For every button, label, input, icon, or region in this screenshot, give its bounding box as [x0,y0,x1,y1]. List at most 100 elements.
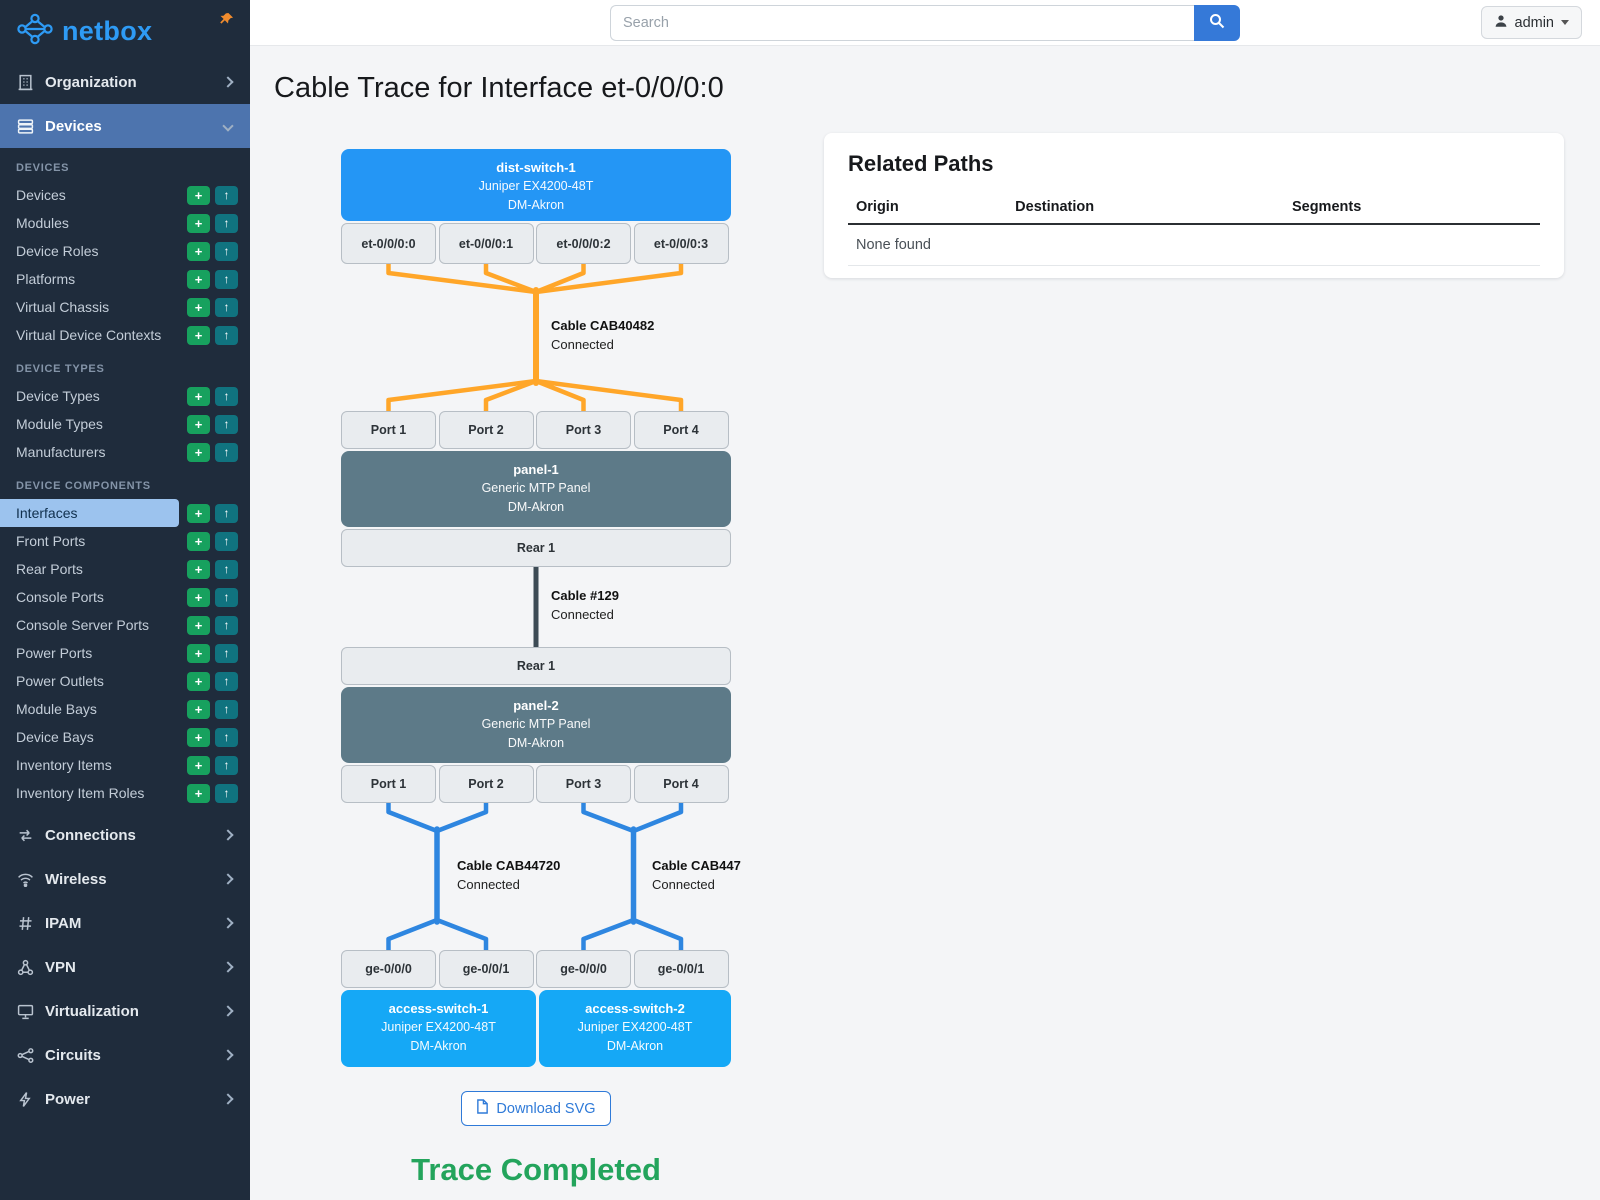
add-button[interactable]: + [187,185,210,205]
sidebar-item-inventory-items[interactable]: Inventory Items +↑ [0,751,250,779]
sidebar-group-connections[interactable]: Connections [0,813,250,857]
import-button[interactable]: ↑ [215,269,238,289]
sidebar-group-circuits[interactable]: Circuits [0,1033,250,1077]
sidebar-item-virtual-device-contexts[interactable]: Virtual Device Contexts +↑ [0,321,250,349]
front-port-node[interactable]: Port 4 [633,765,729,803]
sidebar-item-module-types[interactable]: Module Types +↑ [0,410,250,438]
sidebar-item-console-ports[interactable]: Console Ports +↑ [0,583,250,611]
sidebar-group-organization[interactable]: Organization [0,60,250,104]
add-button[interactable]: + [187,269,210,289]
interface-node[interactable]: ge-0/0/0 [536,950,631,988]
import-button[interactable]: ↑ [215,755,238,775]
interface-node[interactable]: et-0/0/0:1 [438,223,534,264]
import-button[interactable]: ↑ [215,531,238,551]
interface-node[interactable]: ge-0/0/0 [341,950,436,988]
sidebar-group-virtualization[interactable]: Virtualization [0,989,250,1033]
import-button[interactable]: ↑ [215,671,238,691]
add-button[interactable]: + [187,503,210,523]
sidebar-item-platforms[interactable]: Platforms +↑ [0,265,250,293]
add-button[interactable]: + [187,442,210,462]
sidebar-item-rear-ports[interactable]: Rear Ports +↑ [0,555,250,583]
add-button[interactable]: + [187,297,210,317]
sidebar-group-wireless[interactable]: Wireless [0,857,250,901]
search-input[interactable] [610,4,1194,41]
import-button[interactable]: ↑ [215,699,238,719]
sidebar-item-manufacturers[interactable]: Manufacturers +↑ [0,438,250,466]
import-button[interactable]: ↑ [215,213,238,233]
import-button[interactable]: ↑ [215,615,238,635]
front-port-node[interactable]: Port 3 [536,765,631,803]
import-button[interactable]: ↑ [215,185,238,205]
sidebar-item-module-bays[interactable]: Module Bays +↑ [0,695,250,723]
add-button[interactable]: + [187,587,210,607]
add-button[interactable]: + [187,559,210,579]
front-port-node[interactable]: Port 4 [633,411,729,449]
add-button[interactable]: + [187,386,210,406]
import-button[interactable]: ↑ [215,386,238,406]
sidebar-item-console-server-ports[interactable]: Console Server Ports +↑ [0,611,250,639]
sidebar-item-front-ports[interactable]: Front Ports +↑ [0,527,250,555]
sidebar-item-device-roles[interactable]: Device Roles +↑ [0,237,250,265]
import-button[interactable]: ↑ [215,442,238,462]
import-button[interactable]: ↑ [215,325,238,345]
search-button[interactable] [1194,4,1240,41]
device-node-dist-switch-1[interactable]: dist-switch-1 Juniper EX4200-48T DM-Akro… [341,149,731,221]
interface-node[interactable]: et-0/0/0:0 [341,223,436,264]
sidebar-group-vpn[interactable]: VPN [0,945,250,989]
interface-node[interactable]: et-0/0/0:2 [536,223,631,264]
add-button[interactable]: + [187,414,210,434]
sidebar-item-device-types[interactable]: Device Types +↑ [0,382,250,410]
import-button[interactable]: ↑ [215,727,238,747]
sidebar-item-power-outlets[interactable]: Power Outlets +↑ [0,667,250,695]
sidebar-item-virtual-chassis[interactable]: Virtual Chassis +↑ [0,293,250,321]
import-button[interactable]: ↑ [215,559,238,579]
add-button[interactable]: + [187,671,210,691]
import-button[interactable]: ↑ [215,783,238,803]
sidebar-item-inventory-item-roles[interactable]: Inventory Item Roles +↑ [0,779,250,807]
sidebar-item-devices[interactable]: Devices +↑ [0,181,250,209]
add-button[interactable]: + [187,783,210,803]
import-button[interactable]: ↑ [215,643,238,663]
rear-port-node[interactable]: Rear 1 [341,529,731,567]
add-button[interactable]: + [187,643,210,663]
front-port-node[interactable]: Port 2 [438,765,534,803]
add-button[interactable]: + [187,241,210,261]
add-button[interactable]: + [187,213,210,233]
device-node-panel-1[interactable]: panel-1 Generic MTP Panel DM-Akron [341,451,731,527]
related-paths-table: Origin Destination Segments None found [848,191,1540,266]
pin-icon[interactable] [219,12,234,32]
add-button[interactable]: + [187,727,210,747]
front-port-node[interactable]: Port 1 [341,411,436,449]
user-menu-button[interactable]: admin [1480,6,1582,39]
front-port-node[interactable]: Port 2 [438,411,534,449]
import-button[interactable]: ↑ [215,414,238,434]
add-button[interactable]: + [187,755,210,775]
device-node-access-switch-1[interactable]: access-switch-1 Juniper EX4200-48T DM-Ak… [341,990,536,1067]
import-button[interactable]: ↑ [215,297,238,317]
import-button[interactable]: ↑ [215,503,238,523]
add-button[interactable]: + [187,615,210,635]
column-header-destination: Destination [1007,191,1284,225]
sidebar-group-power[interactable]: Power [0,1077,250,1121]
import-button[interactable]: ↑ [215,587,238,607]
interface-node[interactable]: ge-0/0/1 [438,950,534,988]
download-svg-button[interactable]: Download SVG [461,1091,611,1126]
sidebar-group-devices[interactable]: Devices [0,104,250,148]
front-port-node[interactable]: Port 1 [341,765,436,803]
sidebar-item-interfaces[interactable]: Interfaces +↑ [0,499,250,527]
import-button[interactable]: ↑ [215,241,238,261]
rear-port-node[interactable]: Rear 1 [341,647,731,685]
device-node-access-switch-2[interactable]: access-switch-2 Juniper EX4200-48T DM-Ak… [539,990,731,1067]
sidebar-group-ipam[interactable]: IPAM [0,901,250,945]
interface-node[interactable]: et-0/0/0:3 [633,223,729,264]
add-button[interactable]: + [187,325,210,345]
netbox-logo[interactable]: netbox [62,16,153,46]
device-node-panel-2[interactable]: panel-2 Generic MTP Panel DM-Akron [341,687,731,763]
front-port-node[interactable]: Port 3 [536,411,631,449]
sidebar-item-device-bays[interactable]: Device Bays +↑ [0,723,250,751]
add-button[interactable]: + [187,699,210,719]
sidebar-item-power-ports[interactable]: Power Ports +↑ [0,639,250,667]
sidebar-item-modules[interactable]: Modules +↑ [0,209,250,237]
add-button[interactable]: + [187,531,210,551]
interface-node[interactable]: ge-0/0/1 [633,950,729,988]
